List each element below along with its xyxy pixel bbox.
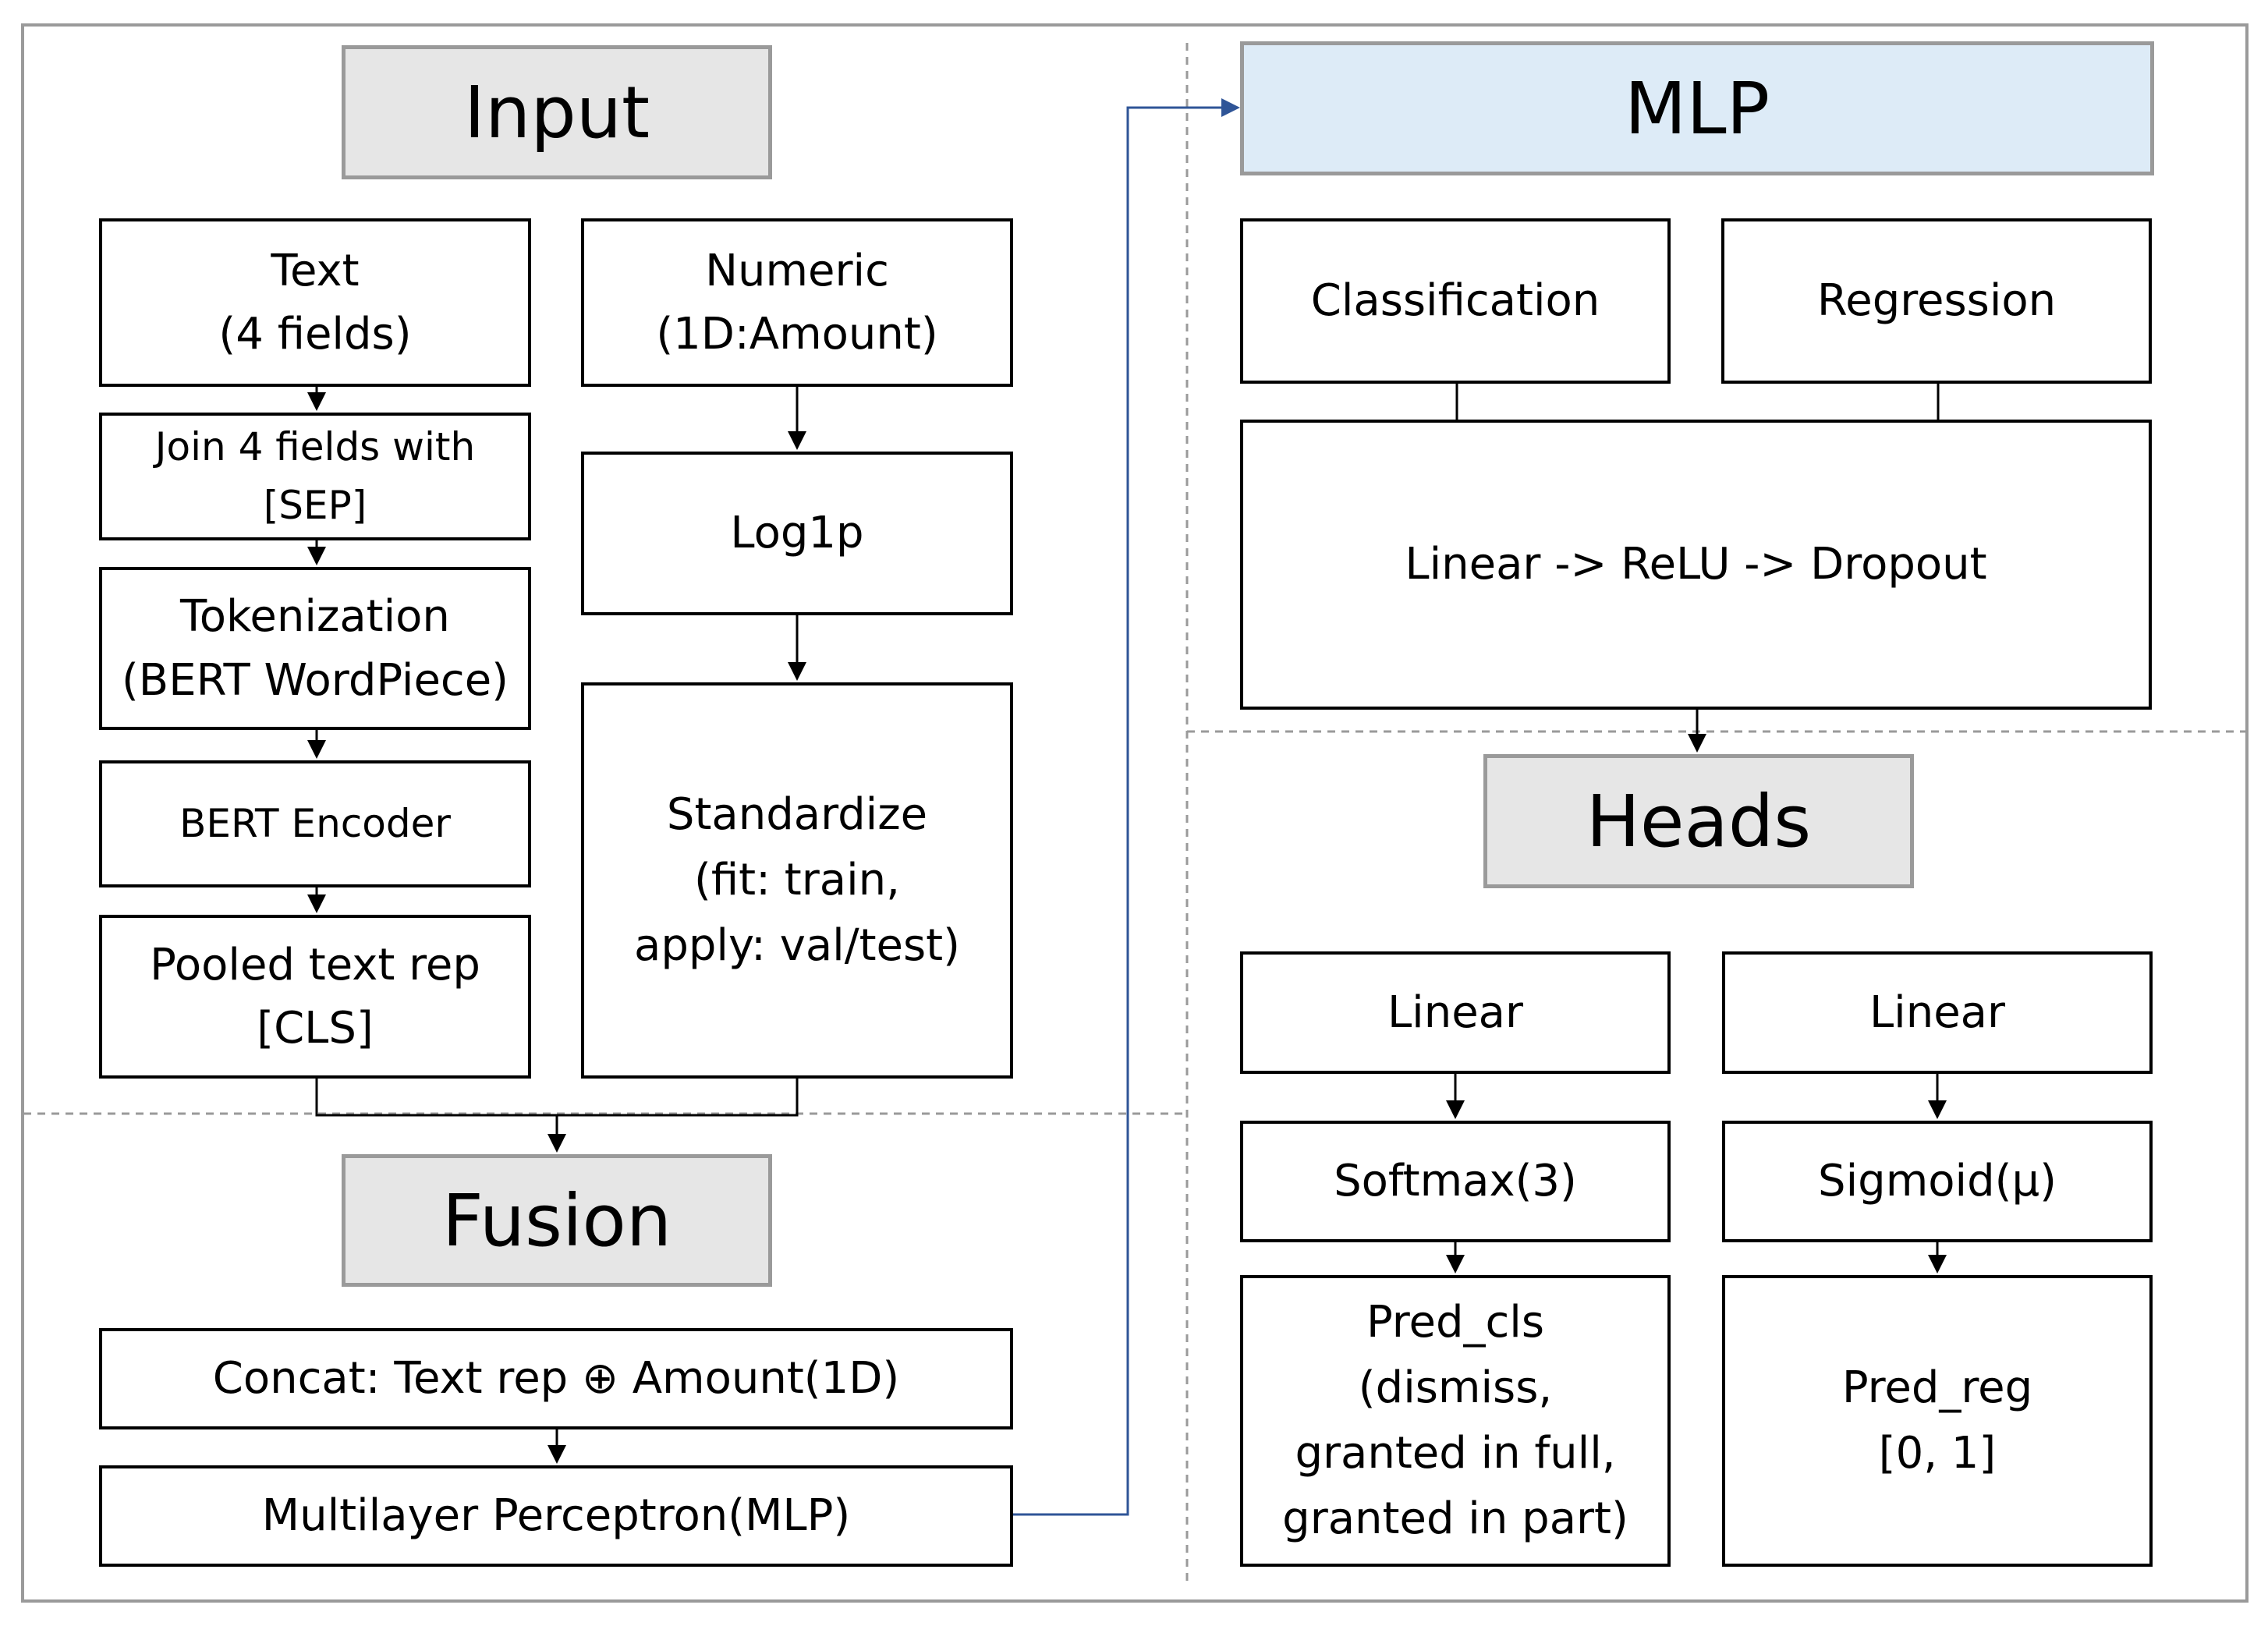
log1p-box: Log1p xyxy=(581,452,1013,615)
section-fusion-header: Fusion xyxy=(342,1154,772,1287)
merge-line xyxy=(315,1079,799,1117)
cls-linear-box: Linear xyxy=(1240,951,1671,1074)
reg-sigmoid-box: Sigmoid(μ) xyxy=(1722,1121,2153,1242)
reg-linear-box: Linear xyxy=(1722,951,2153,1074)
connector-fusion-to-mlp xyxy=(1012,98,1240,1516)
cls-softmax-box: Softmax(3) xyxy=(1240,1121,1671,1242)
bert-encoder-box: BERT Encoder xyxy=(99,760,531,887)
reg-pred-box: Pred_reg [0, 1] xyxy=(1722,1275,2153,1567)
fusion-mlp-box: Multilayer Perceptron(MLP) xyxy=(99,1465,1013,1567)
regression-box: Regression xyxy=(1721,218,2152,384)
concat-box: Concat: Text rep ⊕ Amount(1D) xyxy=(99,1328,1013,1429)
outer-frame xyxy=(21,23,2249,1603)
join-fields-box: Join 4 fields with [SEP] xyxy=(99,413,531,540)
text-input-box: Text (4 fields) xyxy=(99,218,531,387)
section-heads-header: Heads xyxy=(1483,754,1914,888)
tokenization-box: Tokenization (BERT WordPiece) xyxy=(99,567,531,730)
cls-pred-box: Pred_cls (dismiss, granted in full, gran… xyxy=(1240,1275,1671,1567)
section-input-header: Input xyxy=(342,45,772,179)
standardize-box: Standardize (fit: train, apply: val/test… xyxy=(581,682,1013,1079)
numeric-input-box: Numeric (1D:Amount) xyxy=(581,218,1013,387)
linear-relu-dropout-box: Linear -> ReLU -> Dropout xyxy=(1240,420,2152,710)
pooled-text-box: Pooled text rep [CLS] xyxy=(99,915,531,1079)
classification-box: Classification xyxy=(1240,218,1671,384)
section-mlp-header: MLP xyxy=(1240,41,2154,175)
